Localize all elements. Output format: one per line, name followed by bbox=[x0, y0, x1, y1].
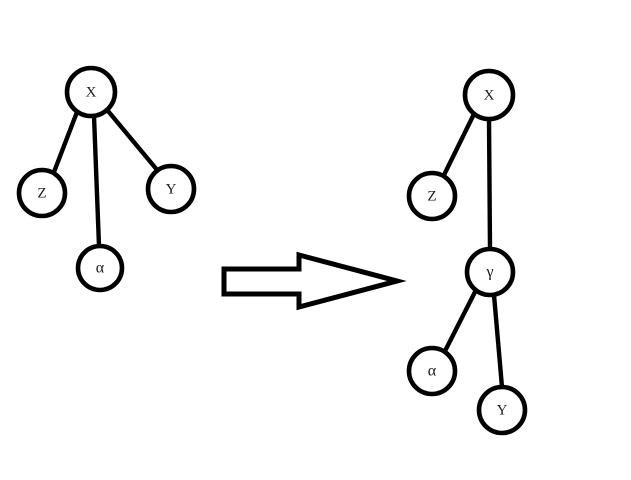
after-tree-nodes: X Zγ αY bbox=[406, 68, 528, 436]
before-node-label-x: X bbox=[86, 84, 97, 100]
before-edge-x-y bbox=[106, 109, 160, 173]
after-node-x[interactable]: X bbox=[462, 68, 516, 122]
before-node-circle-y bbox=[145, 163, 197, 215]
after-node-y[interactable]: Y bbox=[476, 384, 528, 436]
after-edge-x-z bbox=[442, 113, 476, 176]
transformation-arrow-icon bbox=[221, 251, 407, 311]
after-edge-gamma-alpha bbox=[443, 289, 478, 352]
before-node-circle-x bbox=[64, 65, 118, 119]
after-node-z[interactable]: Z bbox=[406, 170, 458, 222]
after-node-label-x: X bbox=[484, 87, 495, 103]
after-node-label-y: Y bbox=[497, 402, 508, 418]
after-edge-x-gamma bbox=[486, 118, 493, 250]
before-node-label-alpha: α bbox=[96, 260, 105, 277]
before-node-circle-alpha bbox=[75, 243, 125, 293]
after-node-gamma[interactable]: γ bbox=[464, 246, 516, 298]
before-node-label-z: Z bbox=[37, 185, 46, 201]
before-edge-x-z bbox=[51, 111, 80, 173]
before-node-label-y: Y bbox=[166, 181, 177, 197]
before-node-z[interactable]: Z bbox=[16, 167, 68, 219]
before-node-alpha[interactable]: α bbox=[75, 243, 125, 293]
after-edge-gamma-y bbox=[491, 294, 505, 388]
before-node-x[interactable]: X bbox=[64, 65, 118, 119]
after-node-circle-y bbox=[476, 384, 528, 436]
after-node-circle-z bbox=[406, 170, 458, 222]
after-node-label-gamma: γ bbox=[485, 264, 493, 281]
before-node-circle-z bbox=[16, 167, 68, 219]
after-node-circle-x bbox=[462, 68, 516, 122]
after-tree-edges bbox=[442, 113, 505, 388]
after-node-circle-alpha bbox=[406, 345, 458, 397]
before-tree-edges bbox=[51, 109, 160, 247]
after-node-label-z: Z bbox=[427, 188, 436, 204]
after-node-label-alpha: α bbox=[428, 363, 437, 380]
after-node-circle-gamma bbox=[464, 246, 516, 298]
after-node-alpha[interactable]: α bbox=[406, 345, 458, 397]
before-edge-x-alpha bbox=[91, 115, 102, 247]
before-tree-nodes: X Zα Y bbox=[16, 65, 197, 293]
before-node-y[interactable]: Y bbox=[145, 163, 197, 215]
